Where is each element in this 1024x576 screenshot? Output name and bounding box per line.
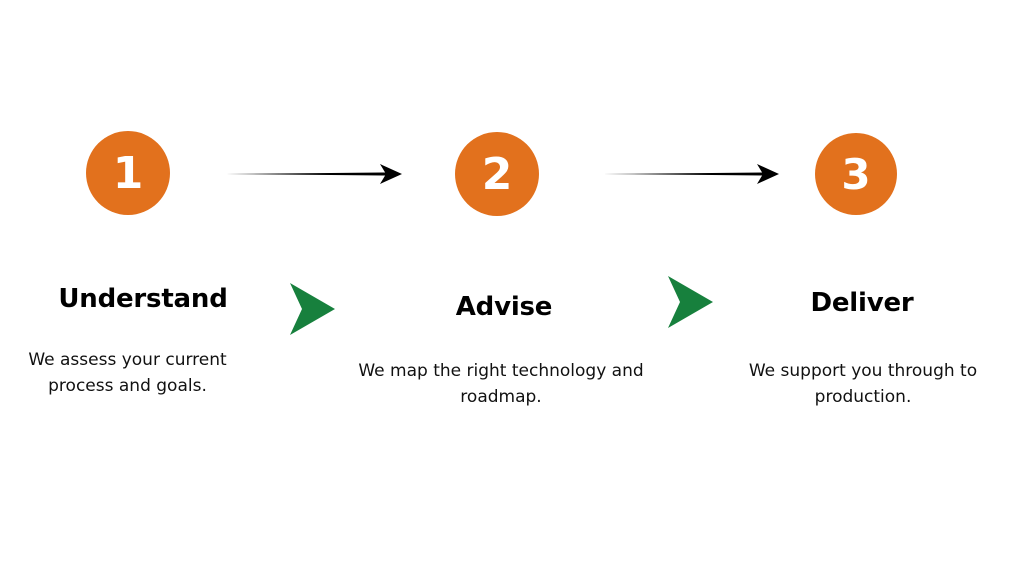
chevron-shape bbox=[668, 276, 713, 328]
step-1-number: 1 bbox=[112, 147, 144, 199]
step-3-number: 3 bbox=[841, 149, 871, 199]
right-arrow-icon bbox=[226, 164, 402, 184]
right-chevron-icon bbox=[668, 276, 713, 328]
step-1-number-badge: 1 bbox=[86, 131, 170, 215]
step-2-number: 2 bbox=[481, 148, 513, 200]
right-arrow-icon bbox=[603, 164, 779, 184]
step-3-description: We support you through to production. bbox=[748, 361, 978, 407]
arrow-head bbox=[757, 164, 779, 184]
step-2-description: We map the right technology and roadmap. bbox=[358, 361, 644, 407]
arrow-head bbox=[380, 164, 402, 184]
right-chevron-icon bbox=[290, 283, 335, 335]
step-1-title: Understand bbox=[58, 284, 228, 314]
chevron-shape bbox=[290, 283, 335, 335]
step-1-description: We assess your current process and goals… bbox=[28, 350, 227, 396]
step-3-title: Deliver bbox=[810, 288, 914, 318]
step-2-number-badge: 2 bbox=[455, 132, 539, 216]
step-3-number-badge: 3 bbox=[815, 133, 897, 215]
step-2-title: Advise bbox=[455, 292, 553, 322]
arrow-shaft bbox=[603, 172, 763, 176]
arrow-shaft bbox=[226, 172, 386, 176]
